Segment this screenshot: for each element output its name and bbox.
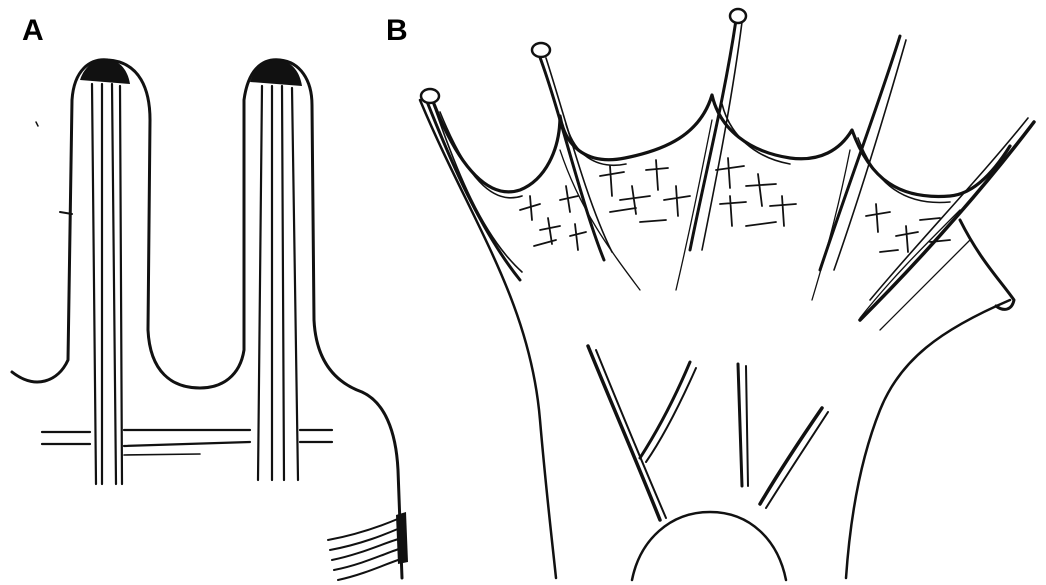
panel-a-filaments-left	[92, 84, 122, 484]
panel-b-outer-left	[420, 100, 556, 578]
panel-a-horizontal-bands	[42, 430, 332, 455]
panel-a-filaments-right	[258, 86, 298, 480]
panel-b-outer-right	[846, 300, 1010, 578]
panel-b-tentacle-1	[421, 89, 522, 280]
panel-a-mark-small	[36, 122, 38, 126]
panel-b-tentacle-3	[690, 9, 746, 250]
panel-b-base-dome	[632, 512, 786, 580]
panel-b-inner-fibers	[588, 346, 828, 520]
panel-a-fiber-bundle	[328, 512, 408, 580]
panel-a-outline	[12, 60, 402, 578]
panel-b-drawing	[420, 9, 1034, 580]
panel-a-drawing	[12, 60, 408, 580]
panel-b-tentacle-2	[532, 43, 612, 260]
